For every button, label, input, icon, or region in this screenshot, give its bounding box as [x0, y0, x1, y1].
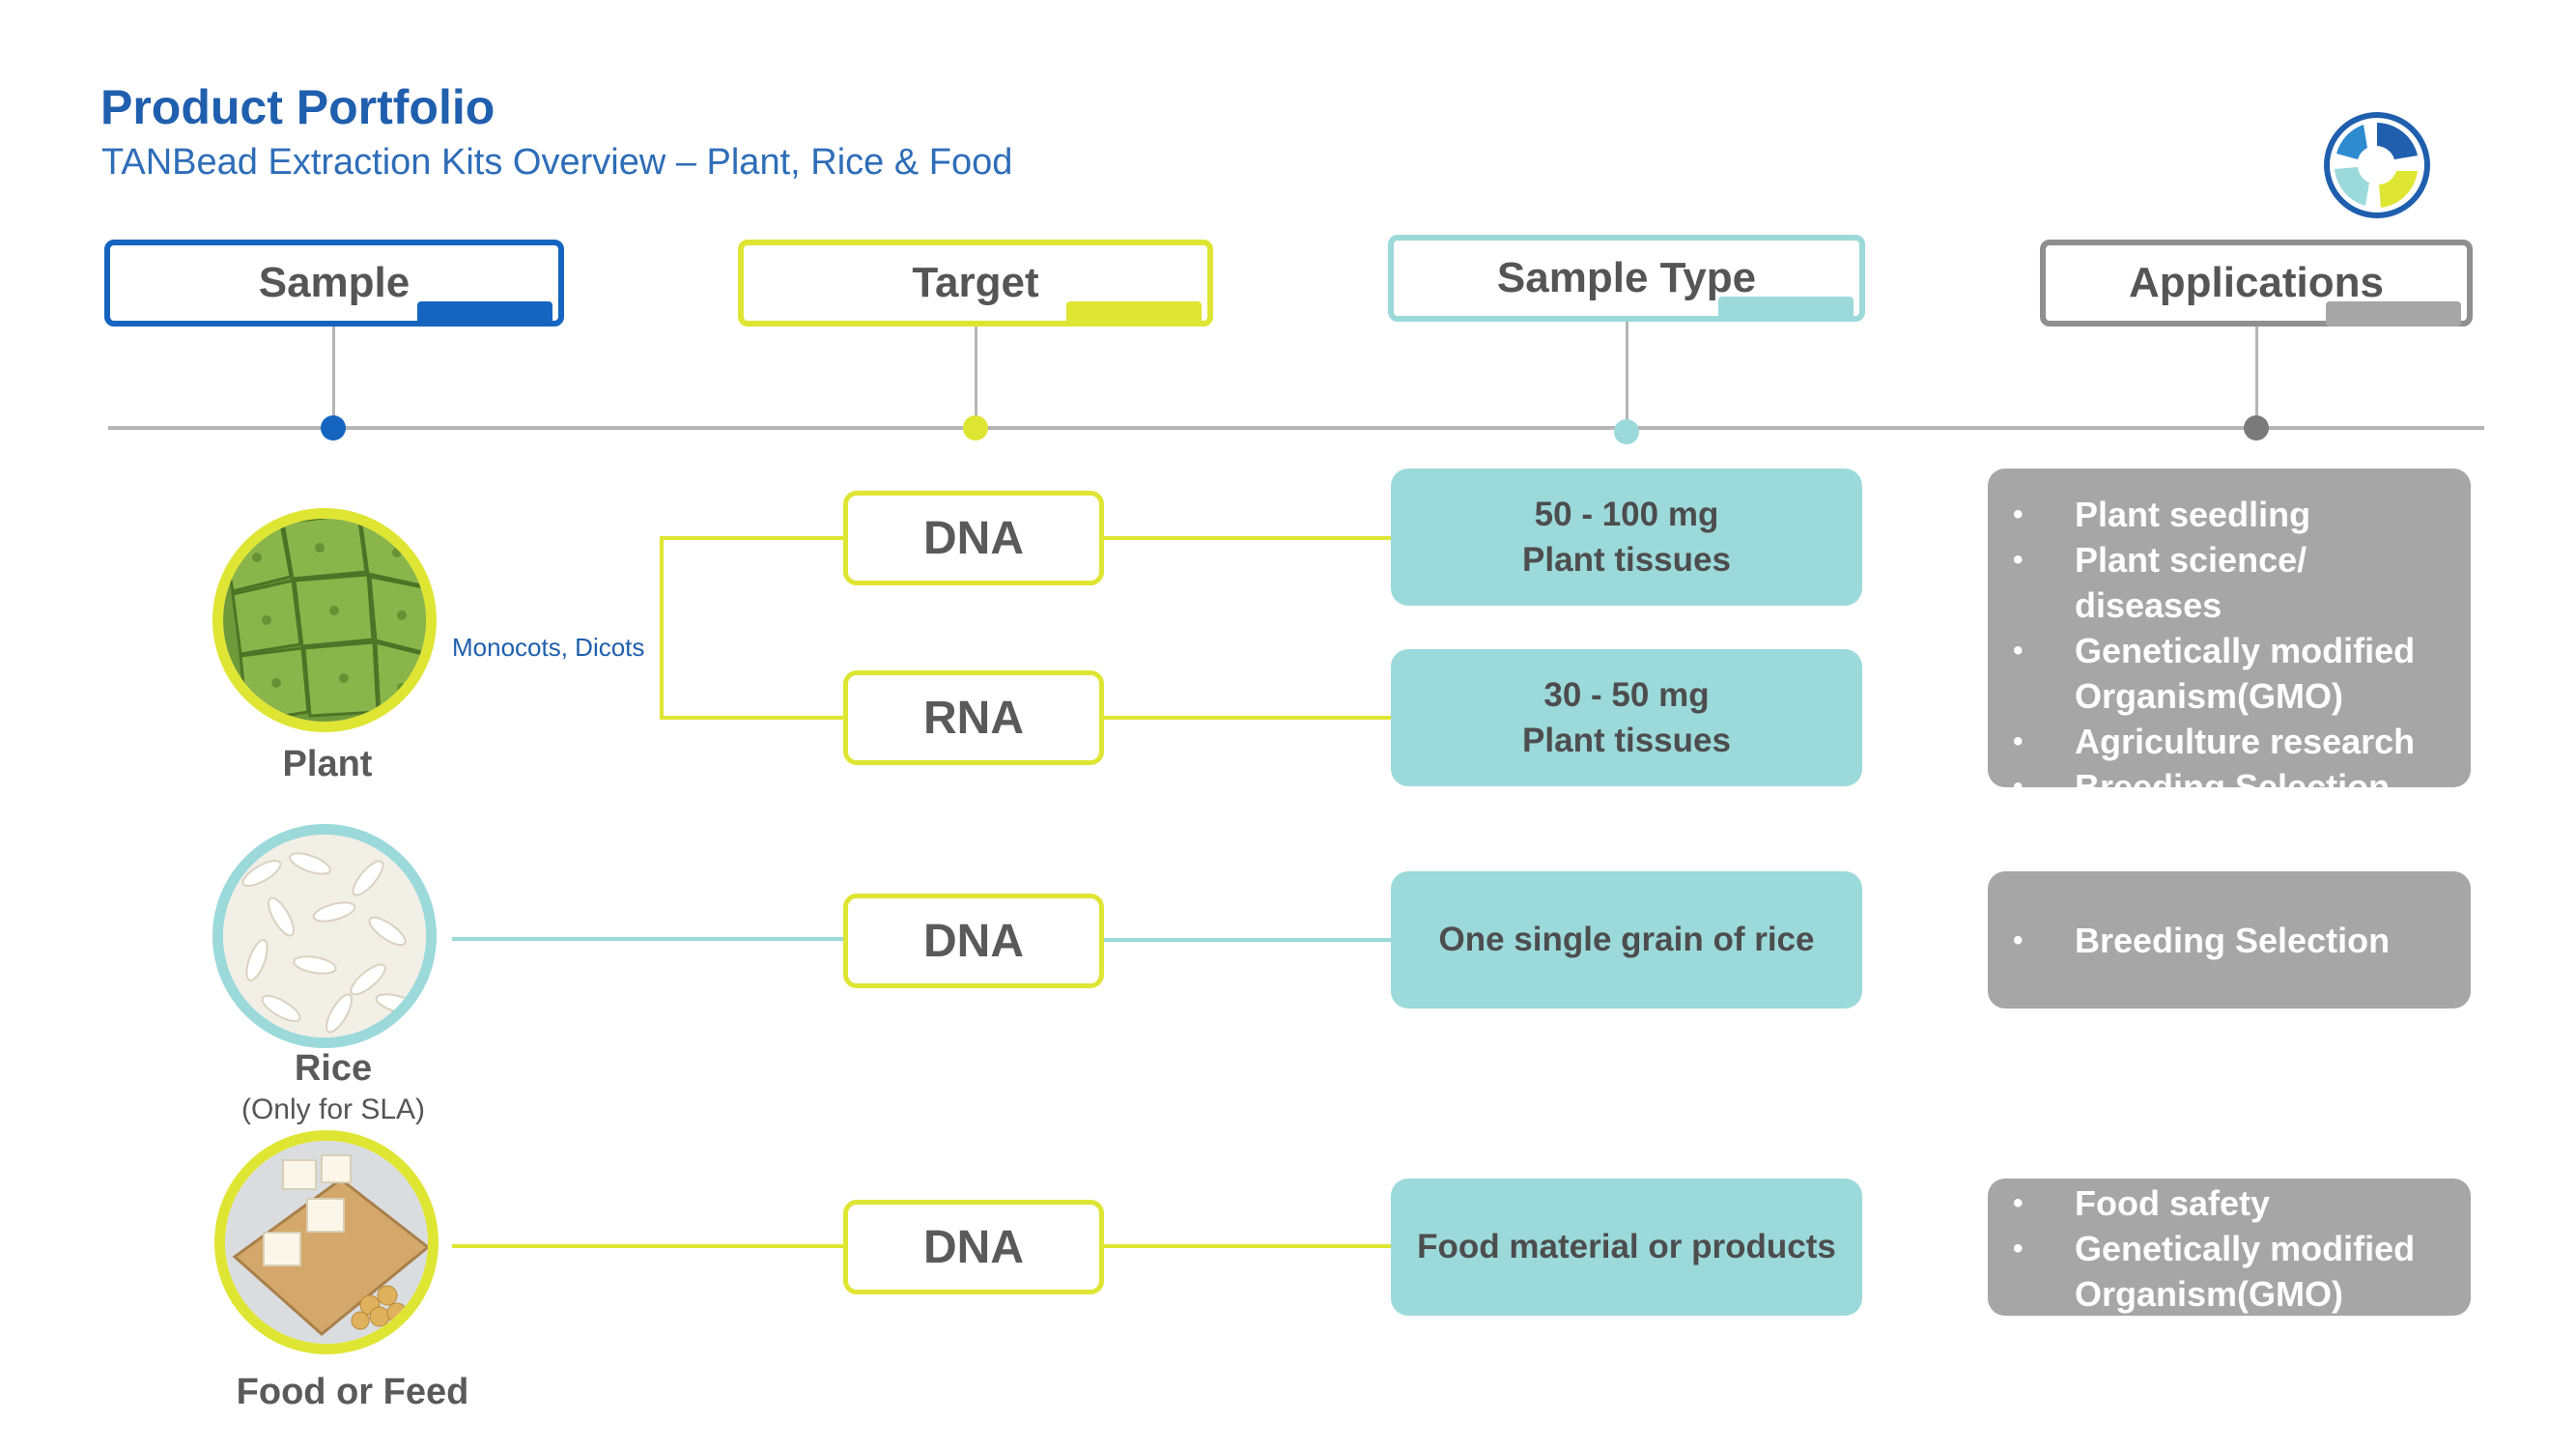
plant-sample-label: Plant — [282, 744, 373, 784]
sample-type-header-tab — [1718, 297, 1854, 322]
list-item: Breeding Selection — [2013, 918, 2390, 963]
company-logo-icon — [2324, 112, 2430, 218]
applications-connector — [2255, 327, 2258, 427]
sample-type-dot — [1614, 419, 1639, 444]
plant-dna-to-type — [1104, 536, 1391, 540]
plant-dna-branch — [660, 536, 845, 540]
applications-column-header: Applications — [2040, 240, 2473, 327]
plant-rna-sample-type: 30 - 50 mg Plant tissues — [1391, 649, 1862, 786]
plant-applications: Plant seedling Plant science/ diseases G… — [1988, 469, 2471, 810]
food-sample-type-text: Food material or products — [1417, 1228, 1836, 1266]
target-column-header: Target — [738, 240, 1213, 327]
rice-dna-target: DNA — [843, 894, 1104, 988]
target-column-label: Target — [912, 259, 1039, 306]
target-connector — [975, 327, 977, 427]
food-sample-label: Food or Feed — [236, 1372, 469, 1412]
tofu-soybeans-icon — [225, 1141, 428, 1344]
rice-sample-note: (Only for SLA) — [241, 1094, 426, 1125]
plant-leaf-cells-icon — [223, 519, 426, 722]
list-item: Breeding Selection — [2013, 764, 2451, 810]
target-header-tab — [1066, 301, 1202, 327]
sample-type-connector — [1626, 322, 1628, 427]
rice-dna-to-type — [1104, 938, 1391, 942]
sample-header-tab — [417, 301, 552, 327]
applications-header-tab — [2326, 301, 2461, 327]
sample-type-column-label: Sample Type — [1496, 254, 1757, 301]
plant-branch-label: Monocots, Dicots — [452, 633, 645, 662]
list-item: Organism(GMO) — [2075, 676, 2344, 716]
plant-applications-list: Plant seedling Plant science/ diseases G… — [2013, 492, 2451, 810]
plant-dna-target: DNA — [843, 491, 1104, 585]
rice-to-dna — [452, 937, 846, 941]
food-sample-type: Food material or products — [1391, 1179, 1862, 1316]
food-image — [214, 1130, 439, 1354]
plant-dna-sample-amount: 50 - 100 mg — [1534, 495, 1719, 533]
food-dna-target: DNA — [843, 1200, 1104, 1294]
sample-connector — [332, 327, 335, 427]
list-item: Food safety — [2013, 1180, 2451, 1226]
applications-column-label: Applications — [2128, 259, 2385, 306]
rice-image — [212, 824, 437, 1048]
food-applications-list: Food safety Genetically modified Organis… — [2013, 1180, 2451, 1317]
list-item: Genetically modified — [2013, 1226, 2451, 1271]
sample-type-column-header: Sample Type — [1388, 235, 1865, 322]
plant-rna-sample-amount: 30 - 50 mg — [1543, 675, 1710, 714]
rice-sample-type: One single grain of rice — [1391, 871, 1862, 1009]
plant-rna-target: RNA — [843, 670, 1104, 765]
food-dna-to-type — [1104, 1244, 1391, 1248]
plant-dna-sample-material: Plant tissues — [1522, 541, 1731, 579]
list-item: Genetically modified — [2013, 628, 2451, 673]
sample-column-header: Sample — [104, 240, 564, 327]
plant-bracket-vertical — [660, 536, 664, 720]
rice-applications-list: Breeding Selection — [2013, 918, 2390, 963]
page-title: Product Portfolio — [100, 80, 495, 134]
food-applications: Food safety Genetically modified Organis… — [1988, 1179, 2471, 1316]
applications-dot — [2244, 415, 2269, 440]
rice-sample-type-text: One single grain of rice — [1438, 921, 1815, 959]
sample-dot — [321, 415, 346, 440]
plant-dna-sample-type: 50 - 100 mg Plant tissues — [1391, 469, 1862, 606]
plant-image — [212, 508, 437, 732]
food-to-dna — [452, 1244, 846, 1248]
timeline-line — [108, 426, 2484, 430]
plant-rna-sample-material: Plant tissues — [1522, 722, 1731, 759]
rice-sample-label: Rice — [294, 1048, 373, 1089]
list-item: Plant science/ diseases — [2013, 537, 2451, 628]
plant-rna-to-type — [1104, 716, 1391, 720]
list-item: Agriculture research — [2013, 719, 2451, 764]
list-item: Organism(GMO) — [2075, 1274, 2344, 1314]
plant-rna-branch — [660, 716, 845, 720]
rice-applications: Breeding Selection — [1988, 871, 2471, 1009]
list-item: Plant seedling — [2013, 492, 2451, 537]
page-subtitle: TANBead Extraction Kits Overview – Plant… — [101, 142, 1013, 183]
rice-grains-icon — [223, 835, 426, 1037]
target-dot — [963, 415, 988, 440]
sample-column-label: Sample — [258, 259, 410, 306]
